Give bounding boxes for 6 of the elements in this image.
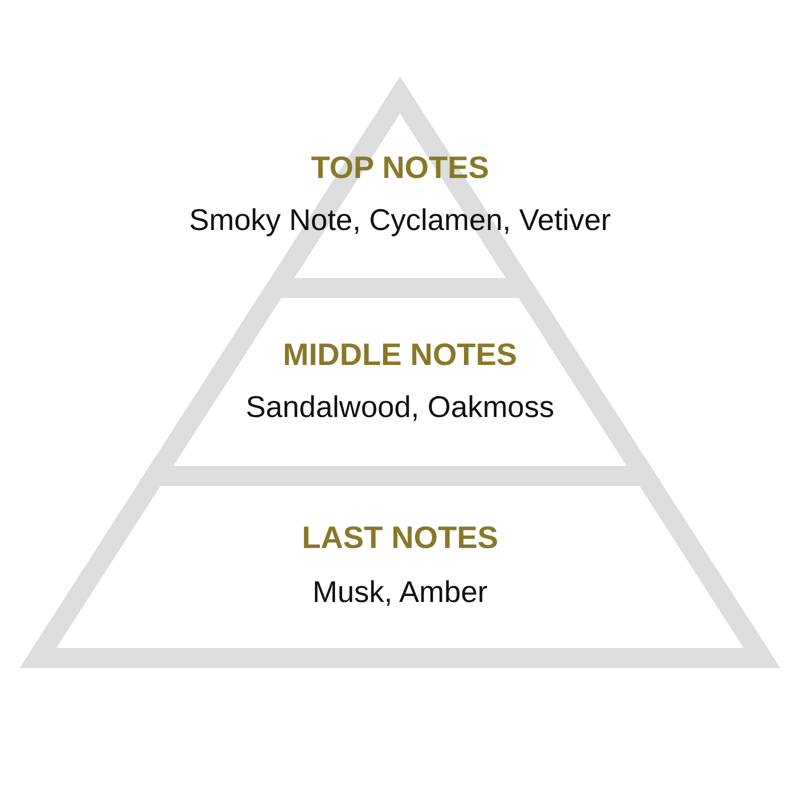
tier-notes: Musk, Amber xyxy=(311,576,489,610)
tier-heading: MIDDLE NOTES xyxy=(282,337,518,373)
tier-heading: LAST NOTES xyxy=(300,520,500,556)
tier-notes: Sandalwood, Oakmoss xyxy=(244,391,556,425)
tier-notes: Smoky Note, Cyclamen, Vetiver xyxy=(188,204,612,238)
tier-heading: TOP NOTES xyxy=(310,150,490,186)
